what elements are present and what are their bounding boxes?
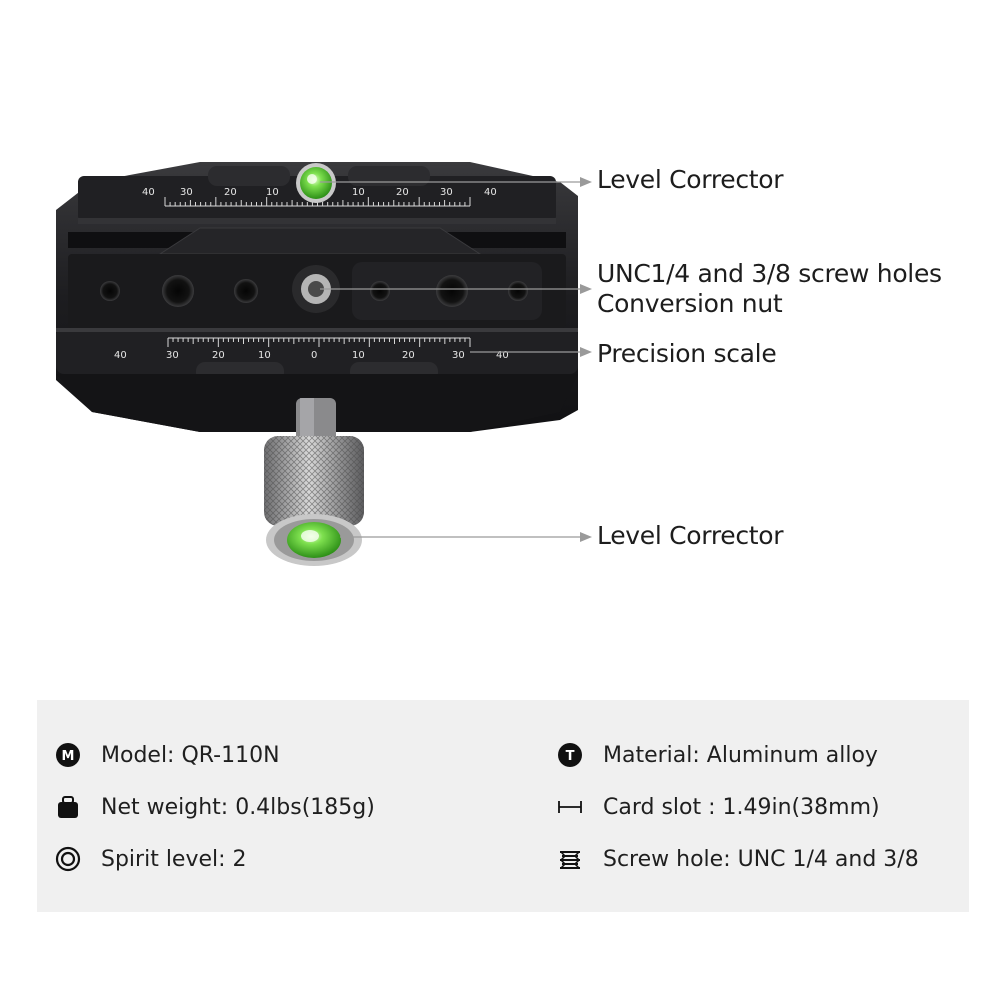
scale-top-label: 30 — [180, 187, 193, 198]
scale-top-label: 30 — [440, 187, 453, 198]
knob-spirit-level-icon — [287, 522, 341, 558]
callout-screw-holes: UNC1/4 and 3/8 screw holes Conversion nu… — [597, 259, 942, 319]
spec-card-slot: Card slot : 1.49in(38mm) — [555, 792, 880, 822]
weight-icon — [53, 792, 83, 822]
t-badge-icon: T — [555, 740, 585, 770]
screw-hole — [162, 275, 194, 307]
bottom-scale: 40 30 20 10 0 10 20 30 40 — [114, 337, 509, 361]
scale-bottom-label: 10 — [258, 350, 271, 361]
svg-text:M: M — [62, 749, 75, 764]
spec-spirit-level: Spirit level: 2 — [53, 844, 247, 874]
spec-spirit-text: Spirit level: 2 — [101, 846, 247, 872]
screw-hole — [508, 281, 528, 301]
scale-top-label: 10 — [266, 187, 279, 198]
spec-screw-hole-text: Screw hole: UNC 1/4 and 3/8 — [603, 846, 919, 872]
spec-model-text: Model: QR-110N — [101, 742, 280, 768]
screw-hole — [234, 279, 258, 303]
spec-model: M Model: QR-110N — [53, 740, 280, 770]
scale-bottom-label: 20 — [402, 350, 415, 361]
spirit-level-icon — [53, 844, 83, 874]
scale-top-label: 20 — [396, 187, 409, 198]
rail-slot-right — [348, 166, 430, 186]
spec-screw-hole: Screw hole: UNC 1/4 and 3/8 — [555, 844, 919, 874]
clamp-knob — [264, 436, 364, 566]
callout-level-corrector-knob: Level Corrector — [597, 521, 784, 550]
m-badge-icon: M — [53, 740, 83, 770]
scale-top-label: 20 — [224, 187, 237, 198]
callout-conversion-nut: Conversion nut — [597, 289, 783, 318]
spec-card-slot-text: Card slot : 1.49in(38mm) — [603, 794, 880, 820]
spec-weight: Net weight: 0.4lbs(185g) — [53, 792, 375, 822]
scale-bottom-label: 40 — [114, 350, 127, 361]
clamp-drawing: 40 30 20 10 10 20 30 40 40 30 20 10 0 10… — [56, 162, 592, 566]
product-illustration: 40 30 20 10 10 20 30 40 40 30 20 10 0 10… — [56, 162, 942, 566]
top-spirit-level-icon — [296, 163, 336, 203]
scale-bottom-label: 10 — [352, 350, 365, 361]
spec-material: T Material: Aluminum alloy — [555, 740, 878, 770]
screw-hole — [100, 281, 120, 301]
spec-weight-text: Net weight: 0.4lbs(185g) — [101, 794, 375, 820]
leader-lines — [320, 177, 592, 542]
scale-bottom-label: 20 — [212, 350, 225, 361]
rail-slot-left — [208, 166, 290, 186]
svg-text:T: T — [566, 749, 575, 764]
top-scale: 40 30 20 10 10 20 30 40 — [142, 187, 497, 207]
callout-level-corrector-top: Level Corrector — [597, 165, 784, 194]
scale-top-label: 40 — [484, 187, 497, 198]
callout-precision-scale: Precision scale — [597, 339, 777, 368]
spring-screw-icon — [555, 844, 585, 874]
screw-hole — [436, 275, 468, 307]
scale-bottom-label: 40 — [496, 350, 509, 361]
screw-hole — [370, 281, 390, 301]
bottom-rail — [56, 328, 578, 374]
callout-screw-holes-line1: UNC1/4 and 3/8 screw holes — [597, 259, 942, 288]
width-measure-icon — [555, 792, 585, 822]
scale-top-label: 40 — [142, 187, 155, 198]
scale-bottom-label: 30 — [452, 350, 465, 361]
spec-panel: M Model: QR-110N Net weight: 0.4lbs(185g… — [37, 700, 969, 912]
spec-material-text: Material: Aluminum alloy — [603, 742, 878, 768]
scale-bottom-label: 30 — [166, 350, 179, 361]
scale-top-label: 10 — [352, 187, 365, 198]
scale-bottom-label: 0 — [311, 350, 317, 361]
